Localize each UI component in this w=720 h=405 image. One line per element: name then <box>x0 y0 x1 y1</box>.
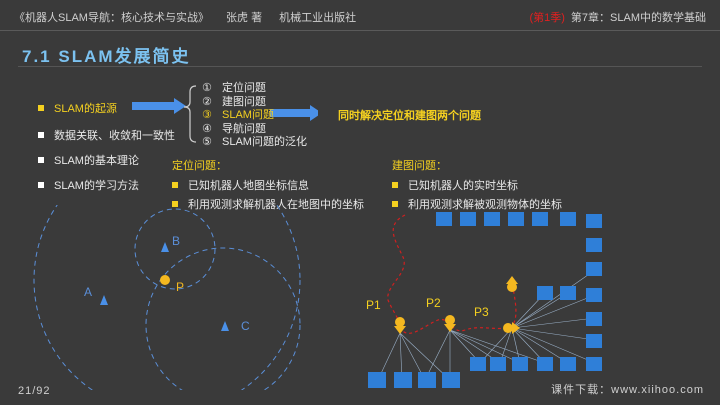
localization-item: 已知机器人地图坐标信息 <box>172 177 309 193</box>
bullet-marker <box>38 105 44 111</box>
landmark-c-icon <box>221 321 229 331</box>
title-divider <box>18 66 702 67</box>
bullet-basic-theory[interactable]: SLAM的基本理论 <box>38 152 139 168</box>
mapping-heading: 建图问题： <box>392 160 447 172</box>
label-b: B <box>172 234 180 248</box>
bullet-label: SLAM的基本理论 <box>54 155 139 167</box>
bullet-marker <box>38 157 44 163</box>
robot-point-p <box>160 275 170 285</box>
localization-heading: 定位问题： <box>172 160 227 172</box>
landmark-b-icon <box>161 242 169 252</box>
robot-p2-icon <box>445 315 455 325</box>
header-left: 《机器人SLAM导航：核心技术与实战》 张虎 著 机械工业出版社 <box>14 9 370 25</box>
page-number: 21/92 <box>18 385 51 397</box>
mapping-diagram: P1 P2 P3 <box>366 212 602 388</box>
range-circle-b <box>134 208 216 290</box>
localization-item: 利用观测求解机器人在地图中的坐标 <box>172 196 364 212</box>
bullet-origin[interactable]: SLAM的起源 <box>38 100 117 116</box>
robot-p3-icon <box>503 323 513 333</box>
season-label: (第1季) <box>529 12 565 24</box>
robot-poses <box>394 276 520 334</box>
range-circle-c <box>145 247 301 390</box>
bullet-data-association[interactable]: 数据关联、收敛和一致性 <box>38 127 175 143</box>
download-link[interactable]: 课件下载：www.xiihoo.com <box>551 384 704 396</box>
arrow-right-icon <box>270 105 318 121</box>
mapping-item: 已知机器人的实时坐标 <box>392 177 518 193</box>
label-a: A <box>84 285 92 299</box>
book-title: 《机器人SLAM导航：核心技术与实战》 <box>14 12 209 24</box>
conclusion-text: 同时解决定位和建图两个问题 <box>338 110 481 122</box>
range-circle-a <box>33 205 301 390</box>
bullet-learning-method[interactable]: SLAM的学习方法 <box>38 177 139 193</box>
map-landmarks <box>368 212 602 388</box>
label-c: C <box>241 319 250 333</box>
section-title: 7.1 SLAM发展简史 <box>22 47 191 66</box>
pose-label-p3: P3 <box>474 305 489 319</box>
landmark-a-icon <box>100 295 108 305</box>
bullet-label: SLAM的学习方法 <box>54 180 139 192</box>
header-divider <box>0 30 720 31</box>
pose-label-p2: P2 <box>426 296 441 310</box>
origin-arrows <box>132 85 318 143</box>
bullet-marker <box>38 182 44 188</box>
bullet-label: 数据关联、收敛和一致性 <box>54 130 175 142</box>
robot-p1-icon <box>395 317 405 327</box>
bullet-label: SLAM的起源 <box>54 103 117 115</box>
label-p: P <box>176 280 184 294</box>
robot-path <box>387 214 517 334</box>
mapping-item: 利用观测求解被观测物体的坐标 <box>392 196 562 212</box>
publisher: 机械工业出版社 <box>279 12 357 24</box>
pose-label-p1: P1 <box>366 298 381 312</box>
header-right: (第1季) 第7章：SLAM中的数学基础 <box>529 9 706 25</box>
localization-diagram: A B C P <box>33 205 301 390</box>
chapter-label: 第7章：SLAM中的数学基础 <box>570 12 706 24</box>
author: 张虎 著 <box>226 12 263 24</box>
robot-p4-icon <box>507 282 517 292</box>
arrow-right-icon <box>132 98 186 114</box>
brace-icon <box>183 85 197 143</box>
bullet-marker <box>38 132 44 138</box>
